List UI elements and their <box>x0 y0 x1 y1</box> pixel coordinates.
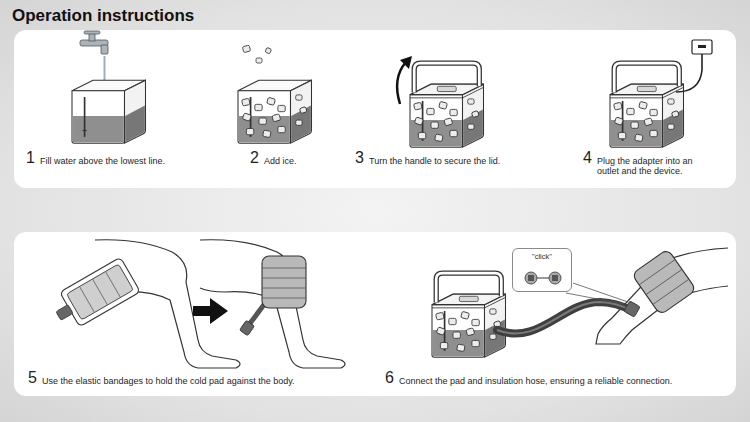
step-number: 2 <box>250 149 259 167</box>
leg <box>596 248 728 344</box>
step-caption: Use the elastic bandages to hold the col… <box>42 376 295 386</box>
title: Operation instructions <box>12 6 194 26</box>
inset-text: "click" <box>513 249 571 261</box>
step-caption: Fill water above the lowest line. <box>40 156 165 166</box>
wrapped-pad <box>632 249 697 315</box>
wrapped-pad <box>239 256 306 336</box>
connector-icon <box>525 272 561 284</box>
step-caption: Add ice. <box>264 156 297 166</box>
step-caption: Turn the handle to secure the lid. <box>369 156 500 166</box>
step-caption: Plug the adapter into an outlet and the … <box>597 156 717 177</box>
step-number: 3 <box>355 149 364 167</box>
step-number: 6 <box>385 369 394 387</box>
callout-inset: "click" <box>512 248 572 292</box>
ice-box <box>610 63 684 147</box>
step-number: 4 <box>583 149 592 167</box>
turn-arrow <box>397 56 412 104</box>
ice-box <box>238 80 312 143</box>
ice-box <box>432 273 506 357</box>
step-number: 1 <box>26 149 35 167</box>
ice-box <box>410 63 484 147</box>
ice-box <box>72 80 146 143</box>
cold-pad <box>48 257 140 333</box>
step-number: 5 <box>28 369 37 387</box>
leader-line <box>566 283 628 304</box>
adapter <box>676 40 712 92</box>
step-arrow <box>193 298 228 324</box>
insulation-hose <box>497 301 640 334</box>
leg <box>200 240 345 368</box>
falling-ice <box>242 45 271 63</box>
step-caption: Connect the pad and insulation hose, ens… <box>399 376 672 386</box>
